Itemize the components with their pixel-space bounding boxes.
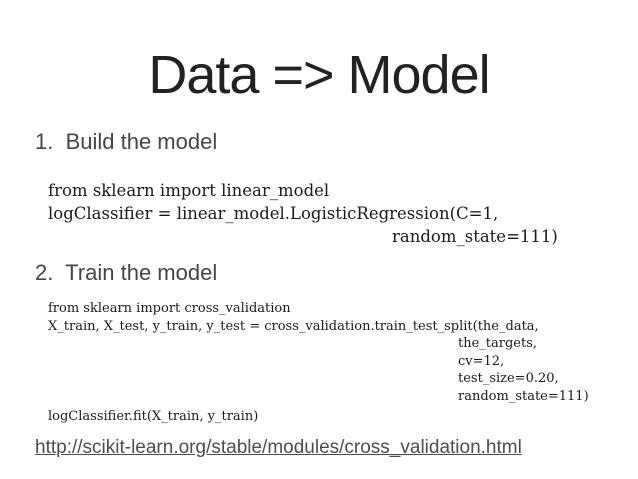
code-line: logClassifier = linear_model.LogisticReg… <box>48 204 499 223</box>
code-line: random_state=111) <box>392 227 558 246</box>
slide-title: Data => Model <box>148 45 490 105</box>
step-1-heading: 1. Build the model <box>35 129 218 154</box>
code-line: X_train, X_test, y_train, y_test = cross… <box>48 318 539 334</box>
code-block-train: from sklearn import cross_validation X_t… <box>48 300 589 406</box>
code-block-build: from sklearn import linear_model logClas… <box>48 179 558 248</box>
code-line: from sklearn import linear_model <box>48 181 330 200</box>
code-line: test_size=0.20, <box>458 371 559 387</box>
step-2-heading: 2. Train the model <box>35 260 218 285</box>
code-line: the_targets, <box>458 336 538 352</box>
code-line: random_state=111) <box>458 388 589 404</box>
cross-validation-doc-link[interactable]: http://scikit-learn.org/stable/modules/c… <box>35 437 522 458</box>
code-line: from sklearn import cross_validation <box>48 301 291 316</box>
code-line-fit: logClassifier.fit(X_train, y_train) <box>48 409 259 424</box>
code-line: cv=12, <box>458 353 505 369</box>
